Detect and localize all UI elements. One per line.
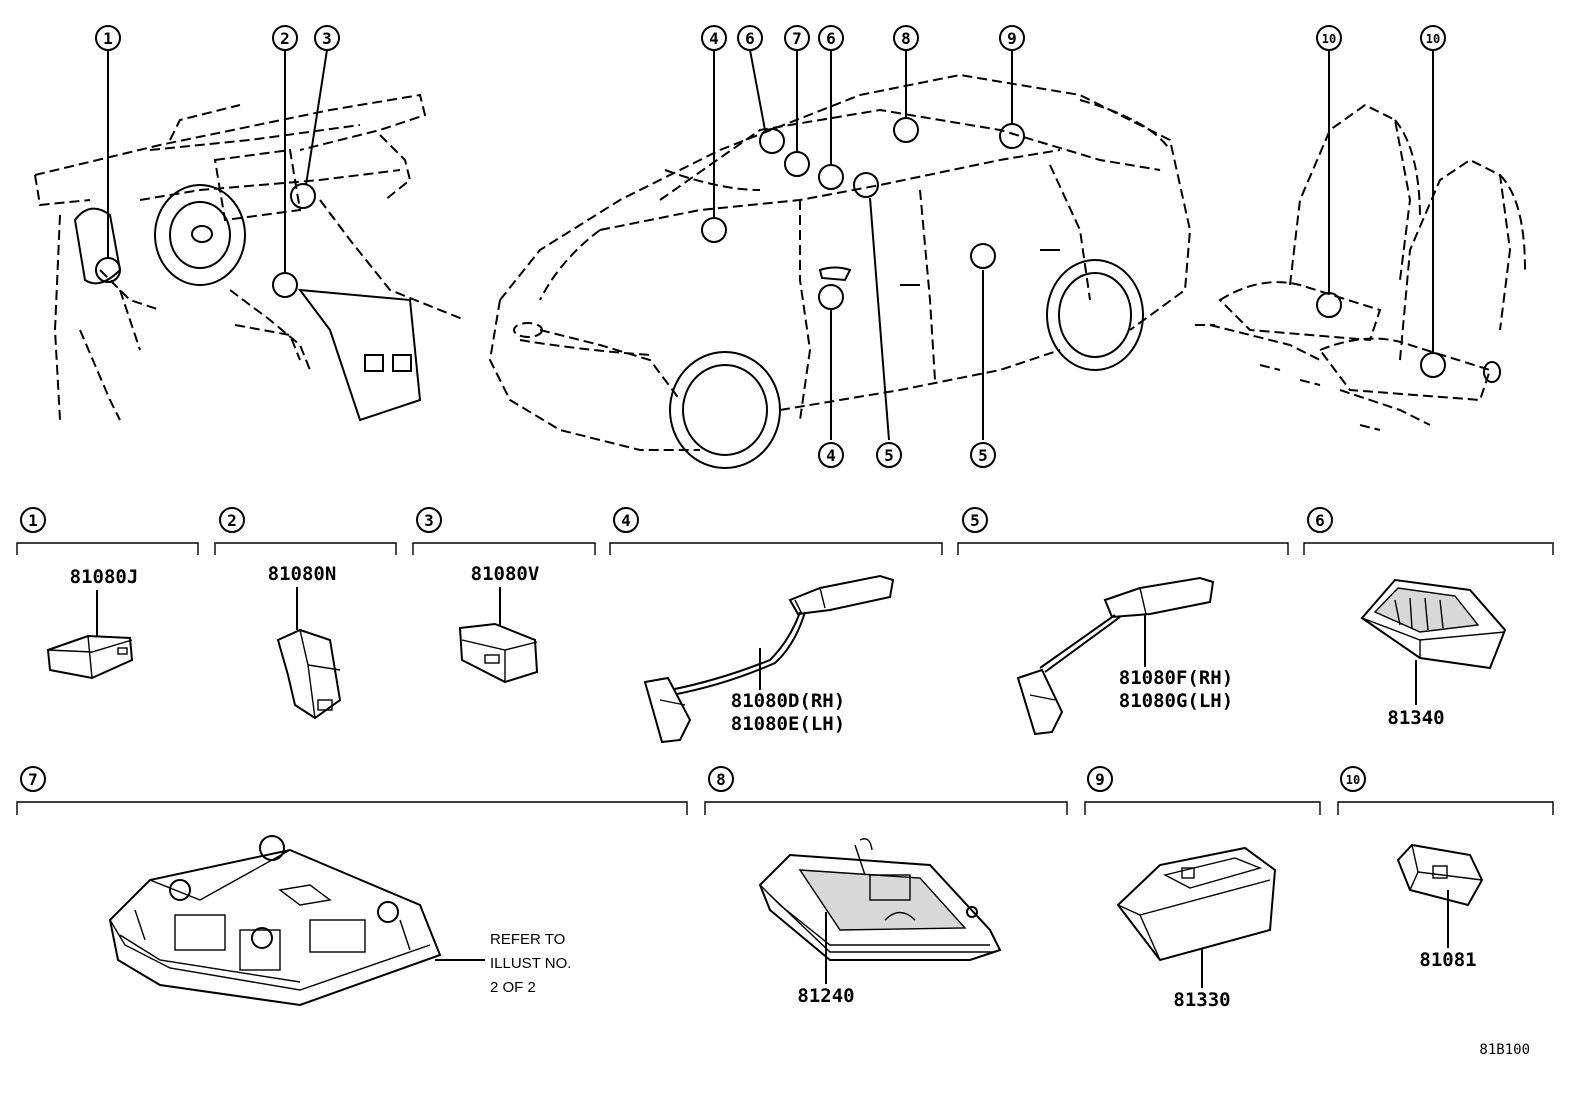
svg-text:8: 8 [716,770,726,789]
callout-1: 1 [95,25,121,51]
svg-text:4: 4 [621,511,631,530]
svg-text:81080N: 81080N [268,563,337,585]
section-7-header: 7 [16,766,688,815]
svg-text:81330: 81330 [1173,989,1230,1011]
illustration-id: 81B100 [1479,1042,1530,1058]
callout-4b: 4 [818,442,844,468]
callout-6: 6 [737,25,763,51]
part-section-7-assembly: REFER TO ILLUST NO. 2 OF 2 [108,835,571,1007]
callout-9: 9 [999,25,1025,51]
callout-7: 7 [784,25,810,51]
svg-text:81080J: 81080J [70,566,139,588]
svg-text:3: 3 [322,29,332,48]
part-81330: 81330 [1116,846,1277,1011]
svg-text:REFER TO: REFER TO [490,931,565,948]
dashboard-illustration [34,93,466,422]
seats-illustration [1195,103,1526,431]
svg-text:81080G(LH): 81080G(LH) [1119,690,1233,712]
vehicle-illustration [488,73,1192,469]
part-81081: 81081 [1396,843,1484,971]
callout-10: 10 [1316,25,1342,51]
part-81080N: 81080N [268,563,342,720]
section-10-header: 10 [1337,766,1554,815]
svg-text:7: 7 [28,770,38,789]
svg-text:81080D(RH): 81080D(RH) [731,690,845,712]
svg-text:81081: 81081 [1419,949,1476,971]
svg-text:8: 8 [901,29,911,48]
callout-10b: 10 [1420,25,1446,51]
svg-text:6: 6 [826,29,836,48]
part-81340: 81340 [1360,578,1507,729]
svg-text:1: 1 [103,29,113,48]
section-5-header: 5 [957,507,1289,555]
part-81080D-81080E: 81080D(RH) 81080E(LH) [643,574,895,744]
svg-text:4: 4 [826,446,836,465]
svg-text:7: 7 [792,29,802,48]
section-1-header: 1 [16,507,199,555]
callout-leaders [107,49,1434,441]
svg-text:4: 4 [709,29,719,48]
svg-text:5: 5 [884,446,894,465]
svg-text:ILLUST NO.: ILLUST NO. [490,955,571,972]
section-headers-row1: 1 2 3 4 5 6 [16,507,1554,555]
section-3-header: 3 [412,507,596,555]
svg-text:10: 10 [1322,32,1336,46]
svg-text:6: 6 [1315,511,1325,530]
svg-text:5: 5 [978,446,988,465]
svg-text:81340: 81340 [1387,707,1444,729]
svg-text:81080V: 81080V [471,563,540,585]
svg-text:1: 1 [28,511,38,530]
svg-text:2: 2 [280,29,290,48]
callout-2: 2 [272,25,298,51]
svg-text:9: 9 [1095,770,1105,789]
svg-text:81080E(LH): 81080E(LH) [731,713,845,735]
svg-text:5: 5 [970,511,980,530]
part-81080J: 81080J [46,566,139,680]
svg-text:10: 10 [1346,773,1360,787]
callout-8: 8 [893,25,919,51]
svg-text:10: 10 [1426,32,1440,46]
svg-text:3: 3 [424,511,434,530]
svg-text:2: 2 [227,511,237,530]
section-headers-row2: 7 8 9 10 [16,766,1554,815]
section-9-header: 9 [1084,766,1321,815]
svg-text:2 OF 2: 2 OF 2 [490,979,536,996]
section-6-header: 6 [1303,507,1554,555]
callout-3: 3 [314,25,340,51]
part-81080F-81080G: 81080F(RH) 81080G(LH) [1016,576,1233,736]
callout-4: 4 [701,25,727,51]
svg-text:6: 6 [745,29,755,48]
svg-text:81080F(RH): 81080F(RH) [1119,667,1233,689]
top-callouts: 1 2 3 4 6 7 6 8 9 10 10 4 5 5 [95,25,1446,468]
section-2-header: 2 [214,507,397,555]
part-81080V: 81080V [458,563,540,684]
svg-text:81240: 81240 [797,985,854,1007]
part-81240: 81240 [758,838,1002,1007]
callout-6b: 6 [818,25,844,51]
callout-5b: 5 [970,442,996,468]
svg-text:9: 9 [1007,29,1017,48]
section-4-header: 4 [609,507,943,555]
location-dots [95,117,1446,378]
section-8-header: 8 [704,766,1068,815]
callout-5: 5 [876,442,902,468]
